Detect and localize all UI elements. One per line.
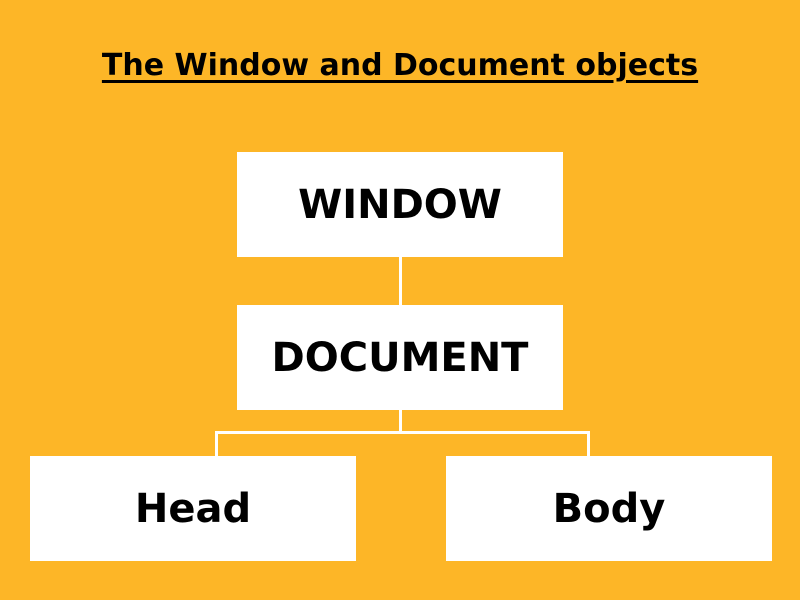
connector-horizontal-bar — [215, 431, 590, 434]
document-node-label: DOCUMENT — [271, 334, 529, 381]
head-node-label: Head — [134, 485, 252, 532]
connector-body-drop — [587, 431, 590, 456]
body-node: Body — [446, 456, 772, 561]
connector-window-document — [399, 257, 402, 305]
window-node-label: WINDOW — [298, 181, 502, 228]
connector-head-drop — [215, 431, 218, 456]
body-node-label: Body — [552, 485, 666, 532]
connector-document-stem — [399, 410, 402, 433]
document-node: DOCUMENT — [237, 305, 563, 410]
window-node: WINDOW — [237, 152, 563, 257]
head-node: Head — [30, 456, 356, 561]
diagram-title: The Window and Document objects — [101, 48, 699, 83]
